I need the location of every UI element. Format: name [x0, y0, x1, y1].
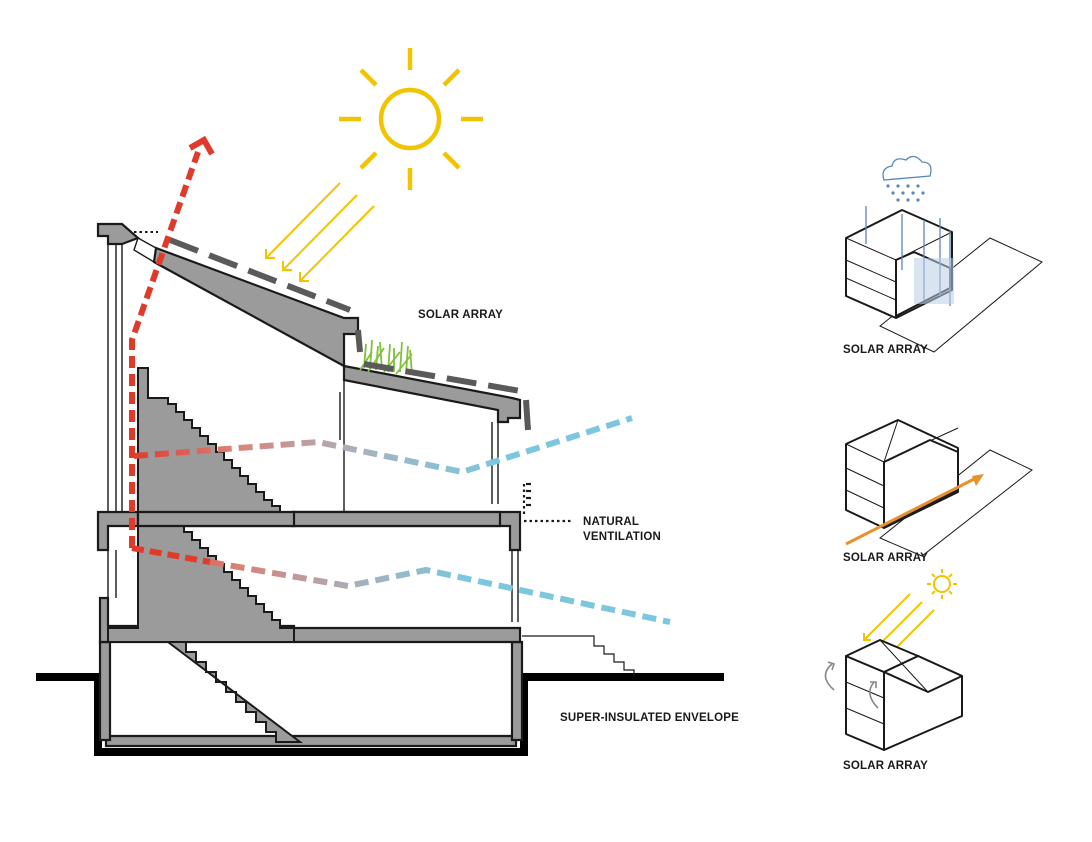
- green-roof: [359, 339, 413, 375]
- exterior-steps: [522, 635, 635, 676]
- label-super-insulated-envelope: SUPER-INSULATED ENVELOPE: [560, 712, 739, 724]
- orientation-arrow-icon: [972, 474, 984, 486]
- label-natural: NATURAL: [583, 516, 639, 528]
- stair-upper: [137, 367, 295, 527]
- iso-sun-diagram: SOLAR ARRAY: [824, 569, 963, 772]
- rotation-arrow-icon: [824, 661, 879, 709]
- label-iso-sun: SOLAR ARRAY: [843, 760, 928, 772]
- iso-sun-path-diagram: SOLAR ARRAY: [843, 419, 1033, 564]
- iso-rain-diagram: SOLAR ARRAY: [843, 155, 1043, 356]
- rain-cloud-icon: [882, 155, 932, 202]
- ventilation-upper: [133, 415, 633, 476]
- hot-air-arrow-head: [188, 135, 215, 156]
- sun-icon: [339, 48, 483, 190]
- sun-ray-arrows: [265, 182, 375, 282]
- hot-air-stack: [129, 151, 211, 565]
- stair-basement: [165, 641, 303, 743]
- label-iso-rain: SOLAR ARRAY: [843, 344, 928, 356]
- basement: [94, 640, 528, 756]
- label-solar-array: SOLAR ARRAY: [418, 309, 503, 321]
- ventilation-marker: [522, 482, 572, 523]
- ground-line: [36, 673, 724, 681]
- solar-panels: [168, 237, 531, 431]
- roof: [96, 222, 522, 622]
- sun-icon-small: [927, 569, 957, 599]
- ventilation-lower: [209, 559, 671, 625]
- label-ventilation: VENTILATION: [583, 531, 661, 543]
- label-iso-sun-path: SOLAR ARRAY: [843, 552, 928, 564]
